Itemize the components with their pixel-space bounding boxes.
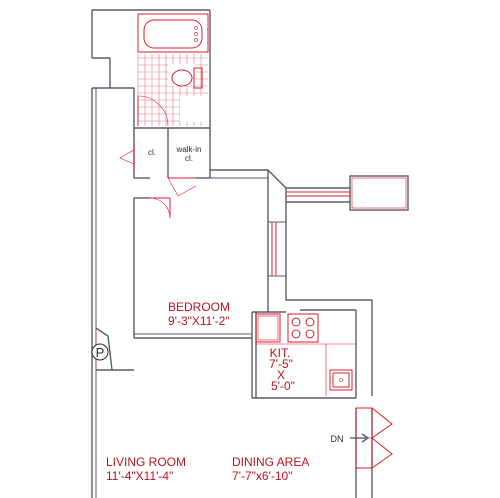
kitchen-x: X	[277, 368, 285, 382]
living-dims: 11'-4"X11'-4"	[106, 469, 173, 483]
living-name: LIVING ROOM	[106, 455, 186, 469]
dining-name: DINING AREA	[232, 455, 309, 469]
walkin-label-line2: cl.	[185, 154, 193, 163]
walkin-label-line1: walk-in	[176, 145, 202, 154]
room-labels: cl. walk-in cl. BEDROOM 9'-3"X11'-2" KIT…	[106, 145, 344, 483]
bathroom	[137, 13, 209, 127]
kitchen-sink-icon	[329, 369, 353, 391]
right-wing	[286, 175, 409, 211]
entry-door-swing-bottom	[371, 437, 393, 469]
dn-label: DN	[331, 434, 344, 444]
exterior-walls	[91, 9, 373, 498]
bathroom-door-swing	[137, 95, 169, 127]
fridge-icon	[255, 313, 281, 343]
parking-marker: P	[96, 345, 105, 360]
stove-icon	[287, 313, 319, 343]
bedroom-door	[149, 197, 171, 219]
bedroom-name: BEDROOM	[168, 300, 230, 314]
walkin-door	[167, 177, 197, 197]
kitchen-name: KIT.	[270, 346, 291, 360]
closets	[119, 140, 197, 197]
bedroom-dims: 9'-3"X11'-2"	[168, 314, 230, 328]
dining-dims: 7'-7"x6'-10"	[232, 469, 292, 483]
entry-door-swing-top	[371, 407, 393, 439]
entry-stairs	[350, 407, 393, 469]
closet-label: cl.	[148, 148, 156, 157]
dn-arrow-icon	[361, 433, 370, 443]
parking-alcove: P	[91, 327, 113, 371]
kitchen-dim-b: 5'-0"	[271, 379, 295, 393]
window-vertical	[268, 221, 286, 277]
bedroom-door-swing	[149, 197, 171, 219]
parking-icon	[91, 343, 109, 361]
kitchen	[255, 313, 356, 396]
closet-door-left	[119, 149, 135, 165]
toilet-icon	[168, 64, 203, 89]
kitchen-dim-a: 7'-5"	[269, 357, 293, 371]
